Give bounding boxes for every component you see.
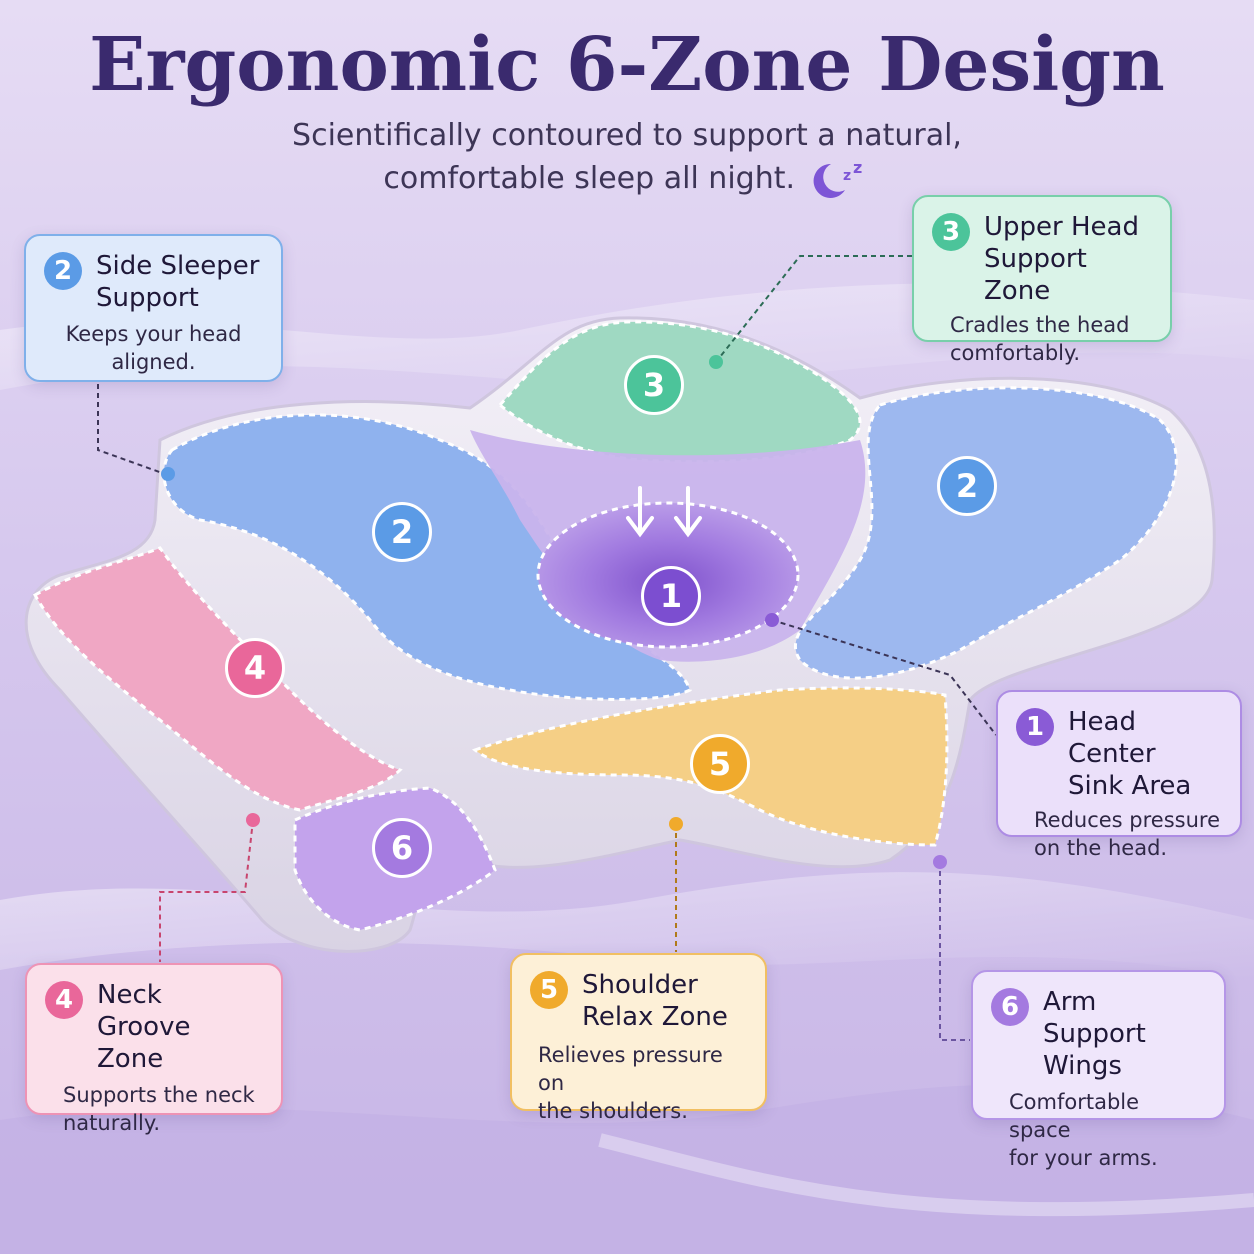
callout-description: Comfortable space for your arms. — [1009, 1090, 1158, 1170]
callout-upper-head-support-zone: 3 Upper Head Support Zone Cradles the he… — [912, 195, 1172, 365]
down-arrow-right-icon — [674, 486, 702, 538]
zone-2-left-marker: 2 — [372, 502, 432, 562]
zone-6-marker: 6 — [372, 818, 432, 878]
svg-text:z: z — [843, 168, 851, 184]
page-title: Ergonomic 6-Zone Design — [89, 22, 1165, 108]
connector-zone-6 — [939, 862, 970, 1041]
zone-2-left-shape — [162, 413, 692, 701]
moon-sleep-icon: z z — [805, 158, 871, 200]
callout-shoulder-relax-zone: 5 Shoulder Relax Zone Relieves pressure … — [510, 953, 767, 1123]
callout-title: Upper Head Support Zone — [984, 212, 1139, 306]
page-subtitle: Scientifically contoured to support a na… — [0, 114, 1254, 200]
subtitle-line-2: comfortable sleep all night. z z — [0, 157, 1254, 200]
zone-5-marker: 5 — [690, 734, 750, 794]
callout-description: Reduces pressure on the head. — [1034, 808, 1220, 860]
zone-2-badge: 2 — [44, 252, 82, 290]
callout-side-sleeper-support: 2 Side Sleeper Support Keeps your head a… — [24, 234, 283, 382]
zone-1-marker: 1 — [641, 566, 701, 626]
zone-2-right-marker: 2 — [937, 456, 997, 516]
zone-4-marker: 4 — [225, 638, 285, 698]
zone-4-badge: 4 — [45, 981, 83, 1019]
zone-2-right-shape — [793, 386, 1178, 680]
callout-description: Relieves pressure on the shoulders. — [538, 1043, 723, 1123]
zone-1-badge: 1 — [1016, 708, 1054, 746]
connector-zone-2 — [97, 384, 166, 475]
svg-text:z: z — [853, 160, 862, 177]
callout-description: Supports the neck naturally. — [63, 1083, 255, 1135]
callout-arm-support-wings: 6 Arm Support Wings Comfortable space fo… — [971, 970, 1226, 1170]
zone-3-badge: 3 — [932, 213, 970, 251]
callout-title: Head Center Sink Area — [1068, 707, 1192, 801]
callout-description: Cradles the head comfortably. — [950, 313, 1130, 365]
callout-title: Shoulder Relax Zone — [582, 970, 728, 1032]
zone-5-badge: 5 — [530, 971, 568, 1009]
zone-6-badge: 6 — [991, 988, 1029, 1026]
connector-zone-1 — [771, 619, 997, 736]
callout-title: Side Sleeper Support — [96, 251, 260, 313]
callout-title: Arm Support Wings — [1043, 987, 1146, 1081]
zone-3-marker: 3 — [624, 355, 684, 415]
callout-description: Keeps your head aligned. — [65, 322, 242, 374]
callout-neck-groove-zone: 4 Neck Groove Zone Supports the neck nat… — [25, 963, 283, 1135]
subtitle-line-1: Scientifically contoured to support a na… — [292, 118, 962, 153]
callout-head-center-sink-area: 1 Head Center Sink Area Reduces pressure… — [996, 690, 1242, 860]
connector-zone-3 — [715, 255, 912, 363]
callout-title: Neck Groove Zone — [97, 980, 191, 1074]
zone-4-shape — [32, 546, 403, 812]
connector-zone-4 — [159, 819, 254, 962]
down-arrow-left-icon — [626, 486, 654, 538]
